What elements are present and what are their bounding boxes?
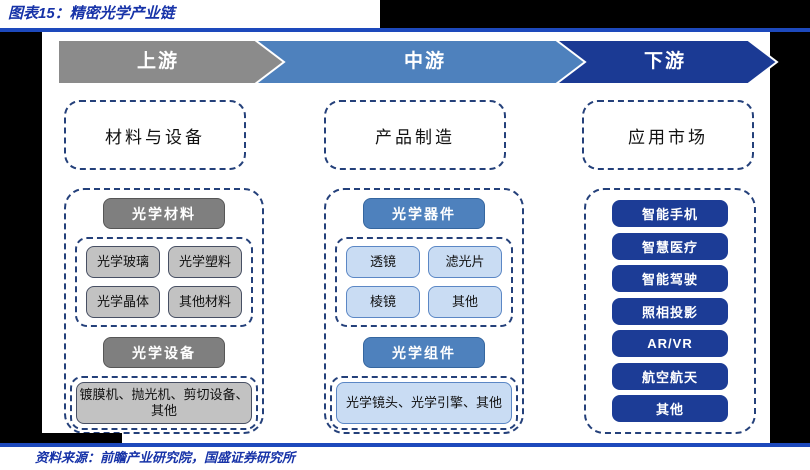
flow-label-midstream: 中游 <box>403 51 446 72</box>
optical-materials-group: 光学玻璃 光学塑料 光学晶体 其他材料 <box>75 237 253 327</box>
component-item: 滤光片 <box>428 246 502 278</box>
downstream-container: 智能手机 智慧医疗 智能驾驶 照相投影 AR/VR 航空航天 其他 <box>584 188 756 434</box>
optical-assemblies-group: 光学镜头、光学引擎、其他 <box>330 376 518 430</box>
flow-label-upstream: 上游 <box>136 51 179 72</box>
source-note: 资料来源：前瞻产业研究院，国盛证券研究所 <box>35 450 296 465</box>
group-header-optical-assemblies: 光学组件 <box>363 337 485 368</box>
top-rule <box>0 28 810 32</box>
material-item: 光学晶体 <box>86 286 160 318</box>
footer-bar <box>0 447 810 470</box>
component-item: 棱镜 <box>346 286 420 318</box>
optical-equipment-group: 镀膜机、抛光机、剪切设备、其他 <box>70 376 258 430</box>
figure-title: 图表15：精密光学产业链 <box>8 5 175 22</box>
application-item: 智慧医疗 <box>612 232 728 260</box>
assembly-item: 光学镜头、光学引擎、其他 <box>336 382 512 424</box>
figure-title-bar <box>0 0 380 28</box>
group-header-optical-components: 光学器件 <box>363 198 485 229</box>
column-title-product-manufacturing: 产品制造 <box>324 100 506 170</box>
group-header-optical-materials: 光学材料 <box>103 198 225 229</box>
application-item: 智能手机 <box>612 200 728 227</box>
application-item: 照相投影 <box>612 297 728 325</box>
group-header-optical-equipment: 光学设备 <box>103 337 225 368</box>
application-item: 其他 <box>612 395 728 422</box>
material-item: 光学塑料 <box>168 246 242 278</box>
flow-label-downstream: 下游 <box>643 51 686 72</box>
flow-arrows-graphic <box>57 39 779 85</box>
flow-arrow-upstream <box>57 39 286 85</box>
application-item: AR/VR <box>612 330 728 357</box>
component-item: 透镜 <box>346 246 420 278</box>
optical-components-group: 透镜 滤光片 棱镜 其他 <box>335 237 513 327</box>
component-item: 其他 <box>428 286 502 318</box>
material-item: 光学玻璃 <box>86 246 160 278</box>
equipment-item: 镀膜机、抛光机、剪切设备、其他 <box>76 382 252 424</box>
column-title-materials-equipment: 材料与设备 <box>64 100 246 170</box>
bottom-left-black-tab <box>0 433 122 443</box>
application-item: 航空航天 <box>612 362 728 390</box>
column-title-application-market: 应用市场 <box>582 100 754 170</box>
application-item: 智能驾驶 <box>612 265 728 292</box>
bottom-rule <box>0 443 810 447</box>
material-item: 其他材料 <box>168 286 242 318</box>
